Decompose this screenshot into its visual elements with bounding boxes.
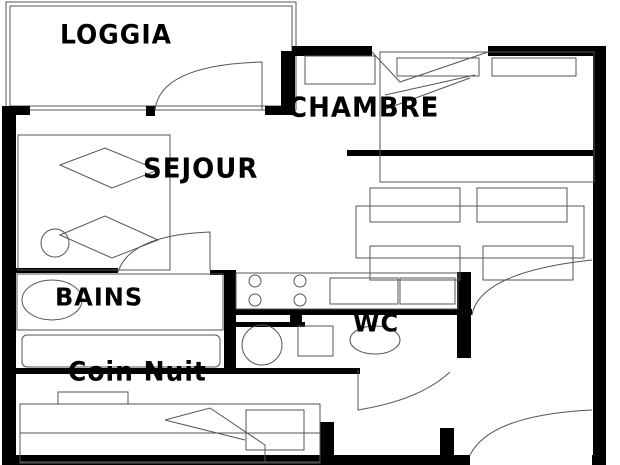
room-label-sejour: SEJOUR [143, 153, 259, 185]
room-label-coin-nuit: Coin Nuit [68, 356, 207, 387]
room-label-wc: WC [353, 308, 400, 338]
kitchen [235, 272, 459, 310]
room-label-bains: BAINS [55, 282, 144, 312]
walls [2, 46, 606, 465]
loggia-outline [5, 1, 297, 111]
sofa [17, 134, 171, 271]
dining-table [355, 187, 585, 281]
wc-fixtures [241, 324, 401, 366]
bathroom-fixtures [16, 273, 224, 368]
room-label-chambre: CHAMBRE [288, 92, 440, 124]
chambre-bed [304, 51, 595, 183]
coin-nuit-bed [19, 391, 321, 464]
room-label-loggia: LOGGIA [60, 19, 172, 50]
